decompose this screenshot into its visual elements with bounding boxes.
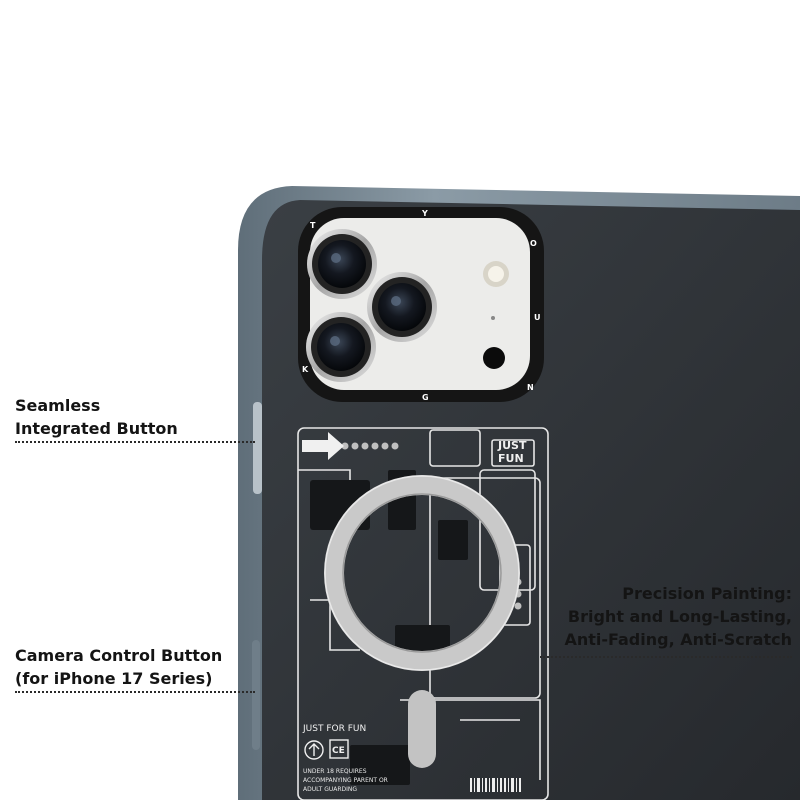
circuit-chips — [310, 470, 468, 785]
callout-precision-line3: Anti-Fading, Anti-Scratch — [564, 630, 792, 649]
camera-flash — [483, 261, 509, 287]
callout-seamless-leader — [15, 441, 255, 443]
ring-letter: G — [422, 393, 429, 402]
barcode-icon — [470, 778, 521, 792]
callout-seamless-line2: Integrated Button — [15, 419, 178, 438]
callout-camera-control: Camera Control Button (for iPhone 17 Ser… — [15, 644, 222, 690]
callout-camera-leader — [15, 691, 255, 693]
ring-letter: K — [302, 365, 309, 374]
callout-precision-leader — [540, 656, 792, 658]
callout-precision-line2: Bright and Long-Lasting, — [567, 607, 792, 626]
magsafe-orientation-bar — [408, 690, 436, 768]
callout-precision-painting: Precision Painting: Bright and Long-Last… — [564, 582, 792, 651]
tagline-print: JUST FOR FUN — [302, 724, 366, 734]
camera-lens-top — [307, 229, 377, 299]
ring-letter: U — [534, 313, 541, 322]
ce-mark: CE — [332, 746, 345, 756]
callout-camera-line1: Camera Control Button — [15, 646, 223, 665]
ring-letter: O — [530, 239, 537, 248]
badge-line2: FUN — [498, 452, 524, 465]
callout-seamless-line1: Seamless — [15, 396, 101, 415]
ring-letter: N — [527, 383, 534, 392]
callout-camera-line2: (for iPhone 17 Series) — [15, 669, 213, 688]
callout-precision-line1: Precision Painting: — [622, 584, 792, 603]
microphone-dot — [491, 316, 495, 320]
warning-line2: ACCOMPANYING PARENT OR — [303, 777, 388, 784]
badge-line1: JUST — [497, 439, 527, 452]
callout-seamless-button: Seamless Integrated Button — [15, 394, 178, 440]
camera-control-button — [252, 640, 260, 750]
ring-letter: Y — [421, 209, 428, 218]
warning-line3: ADULT GUARDING — [303, 786, 357, 793]
camera-lens-bottom — [306, 312, 376, 382]
warning-line1: UNDER 18 REQUIRES — [303, 768, 367, 775]
side-button — [253, 402, 262, 494]
camera-lens-right — [367, 272, 437, 342]
lidar-sensor — [483, 347, 505, 369]
up-arrow-circle-icon — [304, 740, 324, 760]
ring-letter: T — [310, 221, 316, 230]
magsafe-ring — [324, 475, 520, 671]
arrow-right-icon — [302, 432, 344, 460]
